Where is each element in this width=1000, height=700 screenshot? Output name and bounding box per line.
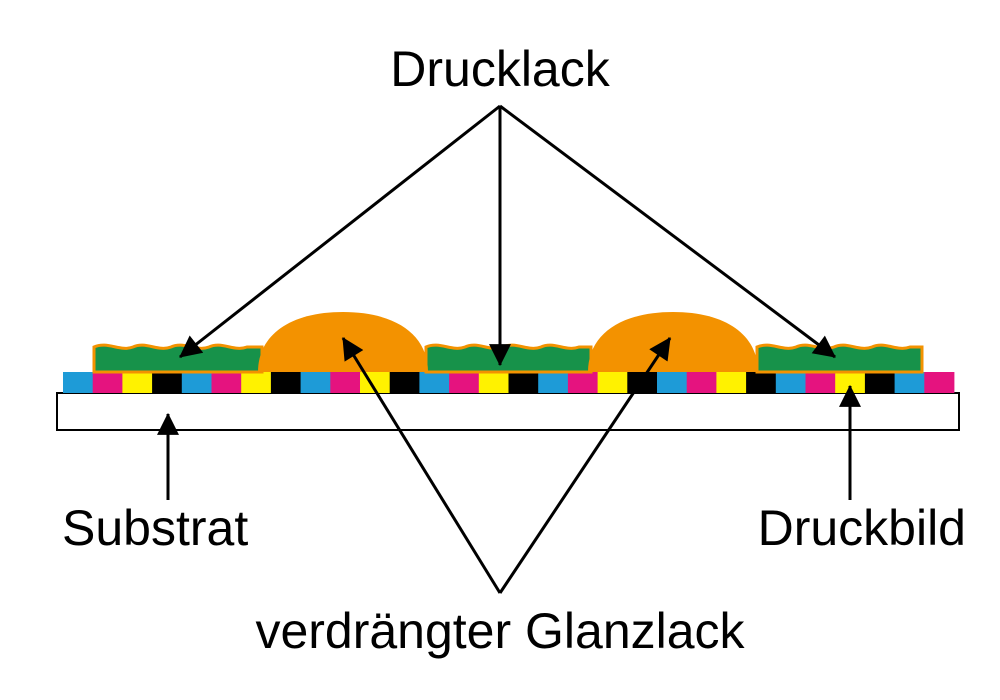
print-dot-black	[389, 372, 420, 393]
print-dot-magenta	[330, 372, 361, 393]
substrate-layer	[56, 392, 960, 431]
print-dot-cyan	[63, 372, 94, 393]
label-substrat: Substrat	[62, 500, 248, 556]
print-varnish-layer	[92, 343, 924, 374]
print-dot-yellow	[122, 372, 153, 393]
print-dot-magenta	[805, 372, 836, 393]
arrows	[157, 104, 861, 594]
print-dot-yellow	[241, 372, 272, 393]
print-dot-black	[270, 372, 301, 393]
print-varnish-segment-middle	[424, 343, 593, 374]
gloss-varnish-dome-right	[588, 312, 758, 372]
print-dot-black	[508, 372, 539, 393]
print-varnish-segment-right	[755, 343, 924, 374]
arrow-glanzlack-right	[498, 337, 672, 594]
print-dot-cyan	[775, 372, 806, 393]
arrow-glanzlack-left	[341, 337, 502, 594]
gloss-varnish-dome-left	[258, 312, 428, 372]
print-dot-yellow	[478, 372, 509, 393]
print-dot-cyan	[538, 372, 569, 393]
print-dot-magenta	[92, 372, 123, 393]
print-dot-yellow	[597, 372, 628, 393]
print-dot-black	[152, 372, 183, 393]
print-dot-cyan	[300, 372, 331, 393]
print-dot-magenta	[686, 372, 717, 393]
print-image-layer	[63, 372, 955, 393]
label-drucklack: Drucklack	[390, 41, 610, 97]
arrow-drucklack-right	[499, 104, 836, 359]
print-dot-black	[864, 372, 895, 393]
print-dot-cyan	[894, 372, 925, 393]
print-dot-magenta	[924, 372, 955, 393]
print-dot-magenta	[211, 372, 242, 393]
print-dot-magenta	[449, 372, 480, 393]
arrow-drucklack-left	[179, 104, 501, 359]
print-dot-cyan	[419, 372, 450, 393]
print-varnish-segment-left	[92, 343, 264, 374]
print-dot-yellow	[716, 372, 747, 393]
print-dot-cyan	[657, 372, 688, 393]
label-druckbild: Druckbild	[758, 500, 966, 556]
print-dot-black	[746, 372, 777, 393]
label-verdraengter-glanzlack: verdrängter Glanzlack	[255, 603, 745, 659]
print-dot-black	[627, 372, 658, 393]
print-dot-magenta	[567, 372, 598, 393]
print-dot-cyan	[181, 372, 212, 393]
